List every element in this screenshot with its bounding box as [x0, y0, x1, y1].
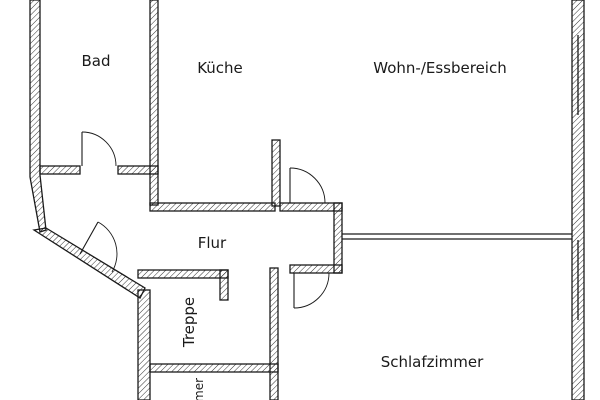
label-partial-room: mer	[192, 378, 206, 400]
wall-treppe-stub	[219, 269, 229, 301]
wall-flur-jut-top	[279, 202, 343, 212]
label-schlaf: Schlafzimmer	[381, 353, 484, 371]
label-flur: Flur	[198, 234, 227, 252]
doors	[79, 131, 330, 309]
room-labels: Bad Küche Wohn-/Essbereich Flur Treppe S…	[81, 52, 506, 400]
wall-flur-schlaf	[269, 267, 279, 400]
wall-diagonal	[32, 227, 146, 299]
outer-walls	[29, 0, 585, 400]
door-flur-leaf	[79, 221, 99, 255]
wall-flur-jut-right	[333, 202, 343, 274]
wall-treppe-top	[137, 269, 229, 279]
wall-bad-left	[29, 0, 47, 233]
wall-flur-jut-bottom	[289, 264, 343, 274]
door-flur-arc	[97, 221, 118, 273]
label-treppe: Treppe	[180, 297, 198, 348]
wall-right-outer	[571, 0, 585, 400]
wall-bad-bottom-a	[39, 165, 81, 175]
wall-bad-bottom-b	[117, 165, 159, 175]
wall-door-stub	[271, 139, 281, 207]
label-wohn: Wohn-/Essbereich	[373, 59, 506, 77]
wall-treppe-bottom	[149, 363, 279, 373]
interior-walls	[39, 0, 572, 400]
door-wohn-arc	[289, 167, 326, 204]
wall-kueche-bottom	[149, 202, 276, 212]
label-bad: Bad	[81, 52, 110, 70]
door-bad-arc	[81, 131, 117, 167]
wall-treppe-left	[137, 289, 151, 400]
label-kueche: Küche	[197, 59, 243, 77]
door-schlaf-arc	[293, 272, 330, 309]
